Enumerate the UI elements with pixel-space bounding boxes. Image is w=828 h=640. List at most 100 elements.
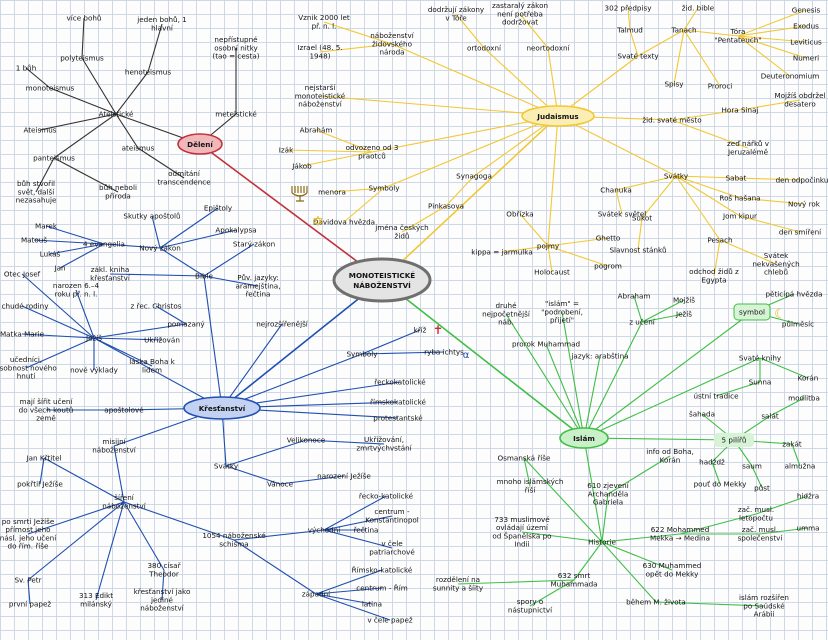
connector-i_622-i_zac_musl: [679, 513, 757, 535]
label-j-abraham: Abrahám: [300, 125, 333, 134]
label-k-latina: latina: [362, 599, 382, 608]
connector-j_tora-j_leviticus: [737, 35, 807, 43]
connector-i_z_uceni-i_jezis: [641, 313, 685, 323]
label-k-symboly: Symboly: [346, 349, 378, 358]
connector-k_jan_krtitel-k_pokrtil: [39, 457, 45, 485]
label-i-sahada: šahada: [689, 409, 715, 418]
label-j-sukot: Sukot: [632, 213, 652, 222]
label-k-apostolove: apoštolové: [104, 405, 144, 414]
connector-j_symboly-j_menora: [331, 187, 385, 193]
connector-k_jezis-k_ucedi: [25, 337, 95, 369]
connector-d_ateisticke-d_henoteismus: [115, 71, 149, 115]
label-k-nove-vyklady: nové výklady: [70, 365, 119, 374]
connector-j_hub-j_ortodoxni: [483, 47, 559, 117]
hub-k_hub: [183, 396, 261, 420]
connector-j_synagoga-j_pinkasova: [445, 175, 475, 207]
connector-k_4evangelia-k_lukas: [49, 243, 105, 255]
connector-k_zapadni-k_centrum_rim: [315, 587, 383, 595]
connector-j_sabat-j_den_odpocinku: [735, 177, 803, 181]
connector-j_talmud-j_predpisy: [627, 7, 631, 31]
label-i-hadzdz: hadždž: [699, 457, 725, 466]
connector-k_380-k_jedine: [161, 569, 165, 601]
fish-icon: α: [463, 350, 470, 361]
label-k-rectina: řečtina: [354, 525, 379, 534]
connector-i_historie-i_630: [601, 541, 673, 571]
label-i-info: info od Boha,Korán: [646, 447, 694, 464]
connector-j_pojmy-j_pogrom: [547, 245, 609, 267]
label-j-symboly: Symboly: [368, 183, 400, 192]
connector-k_sireni-k_po_smrti: [27, 501, 125, 535]
connector-i_hub-i_historie: [583, 437, 603, 543]
label-i-zac-musl: zač. musl.letopočtu: [738, 505, 774, 522]
label-i-umma: umma: [797, 523, 820, 532]
connector-k_hub-k_jezis: [93, 337, 223, 409]
label-i-osmanska: Osmanská říše: [498, 453, 552, 462]
connector-j_odvozeno-j_izak: [285, 149, 373, 153]
label-k-vychodni: východní: [308, 525, 342, 534]
connector-j_jom_kipur-j_den_smireni: [739, 215, 801, 233]
label-k-otec: Otec Josef: [4, 269, 41, 278]
label-i-korán: Korán: [798, 373, 819, 382]
label-j-izrael: Izrael (48. 5.1948): [297, 43, 342, 60]
label-i-almuzna: almužna: [785, 461, 816, 470]
label-d-panteismus: panteismus: [33, 153, 75, 162]
connector-j_hora_sinaj-j_mojzis: [739, 99, 801, 111]
label-j-kippa: kippa = jarmulka: [471, 247, 533, 256]
connector-j_svatky-j_ros_hasana: [675, 175, 741, 199]
connector-k_jezis-k_narozen: [75, 289, 95, 339]
connector-k_pomazany-k_z_rec: [155, 305, 187, 325]
label-j-predpisy: 302 předpisy: [605, 3, 653, 12]
connector-j_pinkasova-j_jmena: [401, 205, 447, 233]
label-j-obrizka: Obřízka: [506, 209, 533, 218]
label-j-jom-kipur: Jom kipur: [722, 211, 757, 220]
connector-k_nz-k_epistoly: [159, 207, 219, 249]
label-j-ortodoxni: ortodoxní: [467, 43, 502, 52]
label-k-svatky: Svátky: [214, 461, 239, 470]
label-j-pogrom: pogrom: [594, 261, 622, 270]
connector-j_tanach-j_zid_bible: [683, 7, 699, 31]
connector-k_nz-k_skutky: [151, 215, 161, 249]
label-i-z-uceni: z učení: [629, 317, 656, 326]
label-j-tanach: Tanach: [670, 25, 696, 34]
label-k-rimsko-katol: Římsko-katolické: [352, 565, 413, 574]
label-i-mojzis: Mojžíš: [673, 295, 695, 304]
label-i-ustni: ústní tradice: [693, 391, 739, 400]
label-i-pout: pouť do Mekky: [694, 479, 748, 488]
label-k-vanoce: Vánoce: [267, 479, 294, 488]
label-j-zid-mesto: žid. svaté město: [642, 115, 701, 124]
connector-k_bible-k_sz: [203, 243, 255, 277]
connector-i_z_uceni-i_abraham: [633, 295, 643, 323]
connector-i_behem-i_rozsiren: [655, 601, 765, 607]
connector-j_nabozenstvi-j_vznik: [323, 21, 393, 45]
connector-k_vychodni-k_centrum_konst: [323, 515, 393, 531]
label-k-zapadni: západní: [302, 589, 331, 598]
label-j-menora: menora: [318, 187, 346, 196]
connector-j_tora-j_exodus: [737, 25, 807, 37]
connector-center-j_hub: [381, 115, 559, 281]
connector-i_632-i_spory: [529, 579, 575, 607]
label-k-prvni-papez: první papež: [9, 599, 52, 608]
connector-i_zac_spolecenstvi-i_umma: [759, 527, 809, 535]
label-k-hub: Křesťanství: [199, 404, 246, 413]
connector-j_ortodoxni-j_dodrzuji: [455, 13, 485, 49]
